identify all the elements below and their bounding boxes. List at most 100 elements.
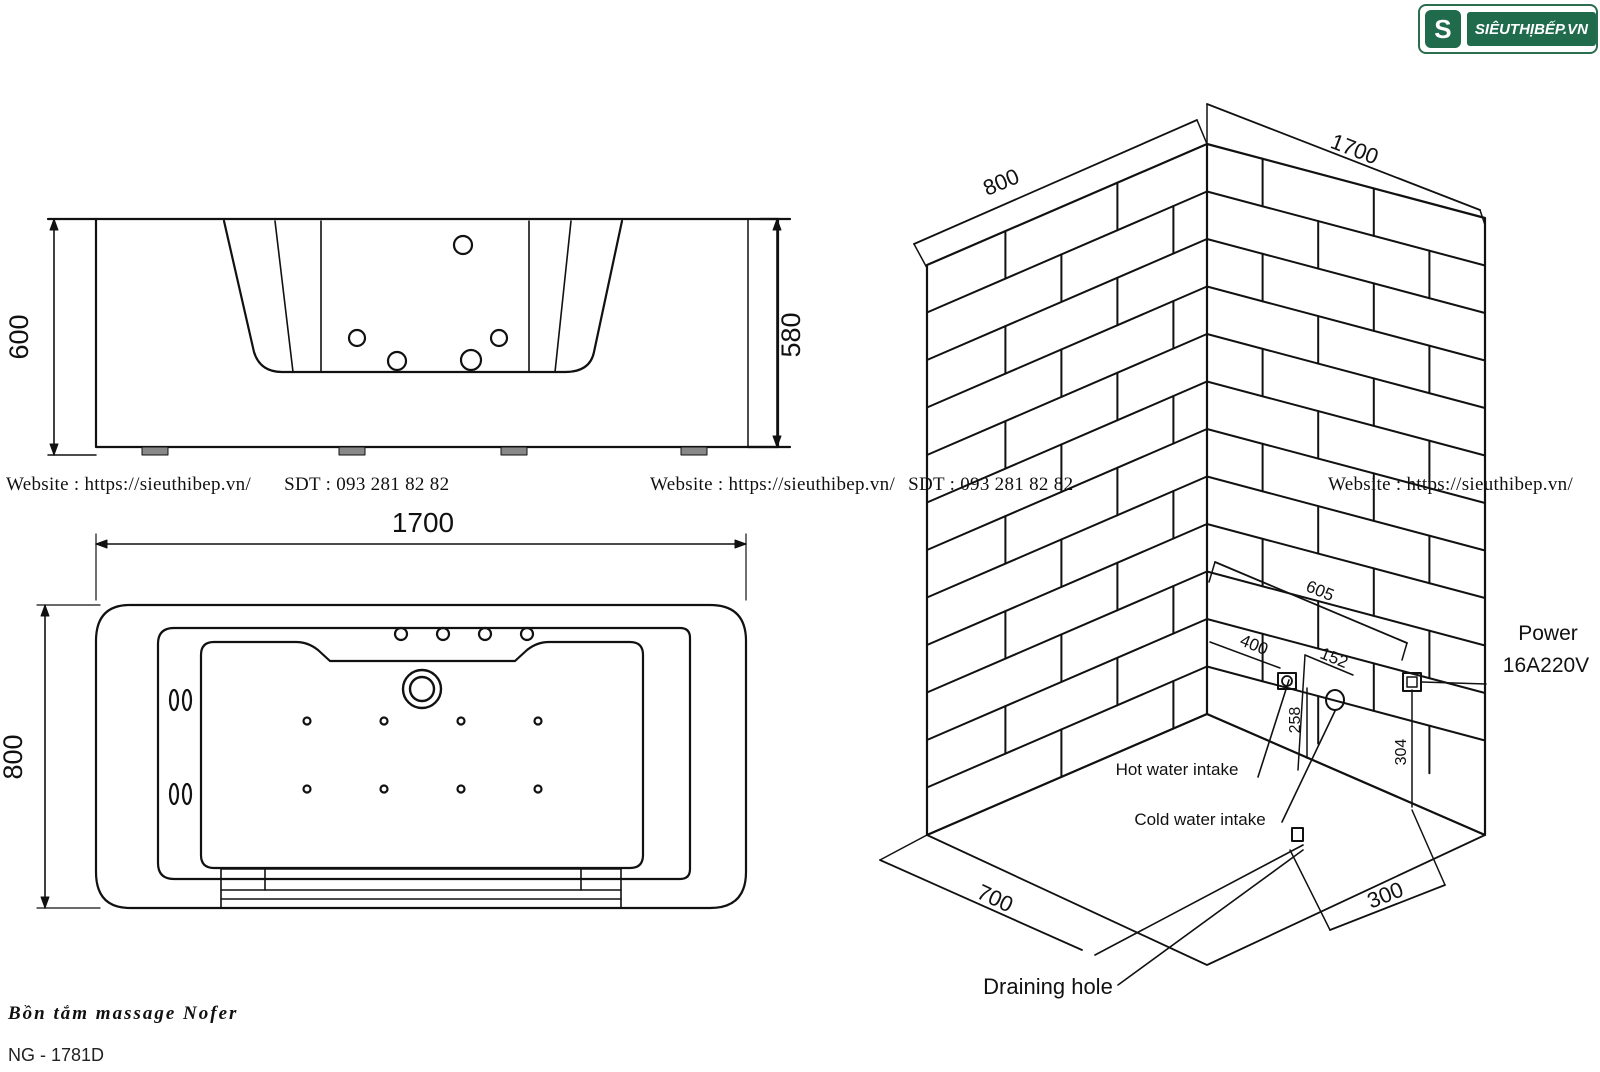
brick-line [1206, 285, 1486, 362]
jet-icon [302, 716, 312, 726]
dim-line-605 [1214, 561, 1408, 644]
top-view-basin [199, 640, 645, 870]
brick-line [926, 618, 1208, 741]
side-view [46, 217, 792, 456]
foot [500, 446, 528, 456]
cold-water-intake-icon [1325, 689, 1345, 711]
jet-icon [452, 234, 474, 256]
jet-icon [168, 782, 180, 806]
label-floor-300: 300 [1363, 877, 1406, 914]
brick-pattern [926, 157, 1486, 789]
dim-line-152 [1304, 654, 1354, 676]
brand-logo[interactable]: S SIÊUTHỊBẾP.VN [1418, 4, 1598, 54]
leader-cold [1281, 710, 1336, 823]
brick-line [926, 570, 1208, 694]
watermark-1: Website : https://sieuthibep.vn/ SDT : 0… [6, 474, 449, 496]
brick-line [1206, 428, 1486, 504]
top-view-step [220, 868, 622, 909]
jet-icon [435, 626, 451, 642]
dim-line-floor-300 [1329, 884, 1446, 931]
drain-icon [401, 668, 443, 710]
brick-line [926, 428, 1208, 551]
hot-water-intake-icon [1277, 672, 1297, 690]
brick-line [1206, 190, 1486, 267]
power-socket-icon [1402, 672, 1422, 692]
dim-line-400 [1209, 641, 1281, 669]
watermark-phone: SDT : 093 281 82 82 [284, 474, 450, 495]
foot [141, 446, 169, 456]
watermark-2: Website : https://sieuthibep.vn/ SDT : 0… [650, 474, 1073, 496]
jet-icon [379, 716, 389, 726]
brick-line [1206, 618, 1486, 694]
jet-icon [519, 626, 535, 642]
brick-line [1206, 570, 1486, 647]
leader-power [1421, 681, 1487, 685]
label-floor-700: 700 [973, 879, 1017, 917]
jet-icon [533, 716, 543, 726]
label-power: Power [1518, 622, 1578, 645]
floor [926, 713, 1486, 966]
label-length-1700: 1700 [392, 507, 454, 538]
jet-icon [489, 328, 509, 348]
jet-icon [477, 626, 493, 642]
logo-text: SIÊUTHỊBẾP.VN [1466, 12, 1596, 46]
brick-line [926, 285, 1208, 409]
brick-line [926, 665, 1208, 789]
label-cold-water: Cold water intake [1134, 810, 1265, 829]
watermark-website[interactable]: Website : https://sieuthibep.vn/ [650, 474, 896, 495]
brick-line [1206, 380, 1486, 457]
leader-hot [1257, 679, 1290, 778]
label-258: 258 [1287, 707, 1304, 734]
leader-drain [1094, 844, 1304, 956]
dim-line-wall-800 [913, 119, 1198, 245]
dim-line-floor-700 [879, 859, 1083, 951]
jet-icon [393, 626, 409, 642]
brick-line [926, 475, 1208, 599]
top-view [36, 533, 748, 910]
brick-line [1206, 665, 1486, 742]
brick-line [926, 523, 1208, 646]
watermark-phone: SDT : 093 281 82 82 [908, 474, 1074, 495]
brick-line [1206, 523, 1486, 599]
watermark-website[interactable]: Website : https://sieuthibep.vn/ [1328, 474, 1574, 495]
drain-hole-icon [1291, 827, 1304, 842]
brick-line [1206, 475, 1486, 552]
watermark-3: Website : https://sieuthibep.vn/ [1328, 474, 1573, 496]
label-hot-water: Hot water intake [1116, 760, 1239, 779]
jet-icon [456, 716, 466, 726]
jet-icon [168, 688, 180, 712]
jet-icon [302, 784, 312, 794]
label-power-rating: 16A220V [1503, 654, 1589, 677]
jet-icon [386, 350, 408, 372]
brick-line [1206, 333, 1486, 409]
jet-icon [533, 784, 543, 794]
dim-line-wall-1700 [1206, 103, 1481, 211]
brick-line [926, 333, 1208, 456]
top-view-shelf [156, 626, 692, 881]
watermark-website[interactable]: Website : https://sieuthibep.vn/ [6, 474, 252, 495]
jet-icon [459, 348, 483, 372]
jet-icon [181, 688, 193, 712]
installation-view [879, 103, 1487, 986]
brick-line [926, 238, 1208, 361]
label-wall-800: 800 [979, 163, 1023, 200]
jet-icon [379, 784, 389, 794]
jet-icon [181, 782, 193, 806]
foot [680, 446, 708, 456]
foot [338, 446, 366, 456]
label-draining-hole: Draining hole [983, 974, 1113, 999]
jet-icon [347, 328, 367, 348]
brick-line [1206, 238, 1486, 314]
brick-line [926, 380, 1208, 504]
label-wall-1700: 1700 [1327, 129, 1382, 170]
top-view-rim [94, 603, 748, 910]
label-152: 152 [1317, 644, 1350, 672]
jet-icon [456, 784, 466, 794]
label-304: 304 [1393, 739, 1410, 766]
label-height-600: 600 [4, 314, 34, 359]
brick-line [926, 190, 1208, 314]
side-view-basin [222, 219, 624, 374]
side-view-body [94, 217, 780, 449]
